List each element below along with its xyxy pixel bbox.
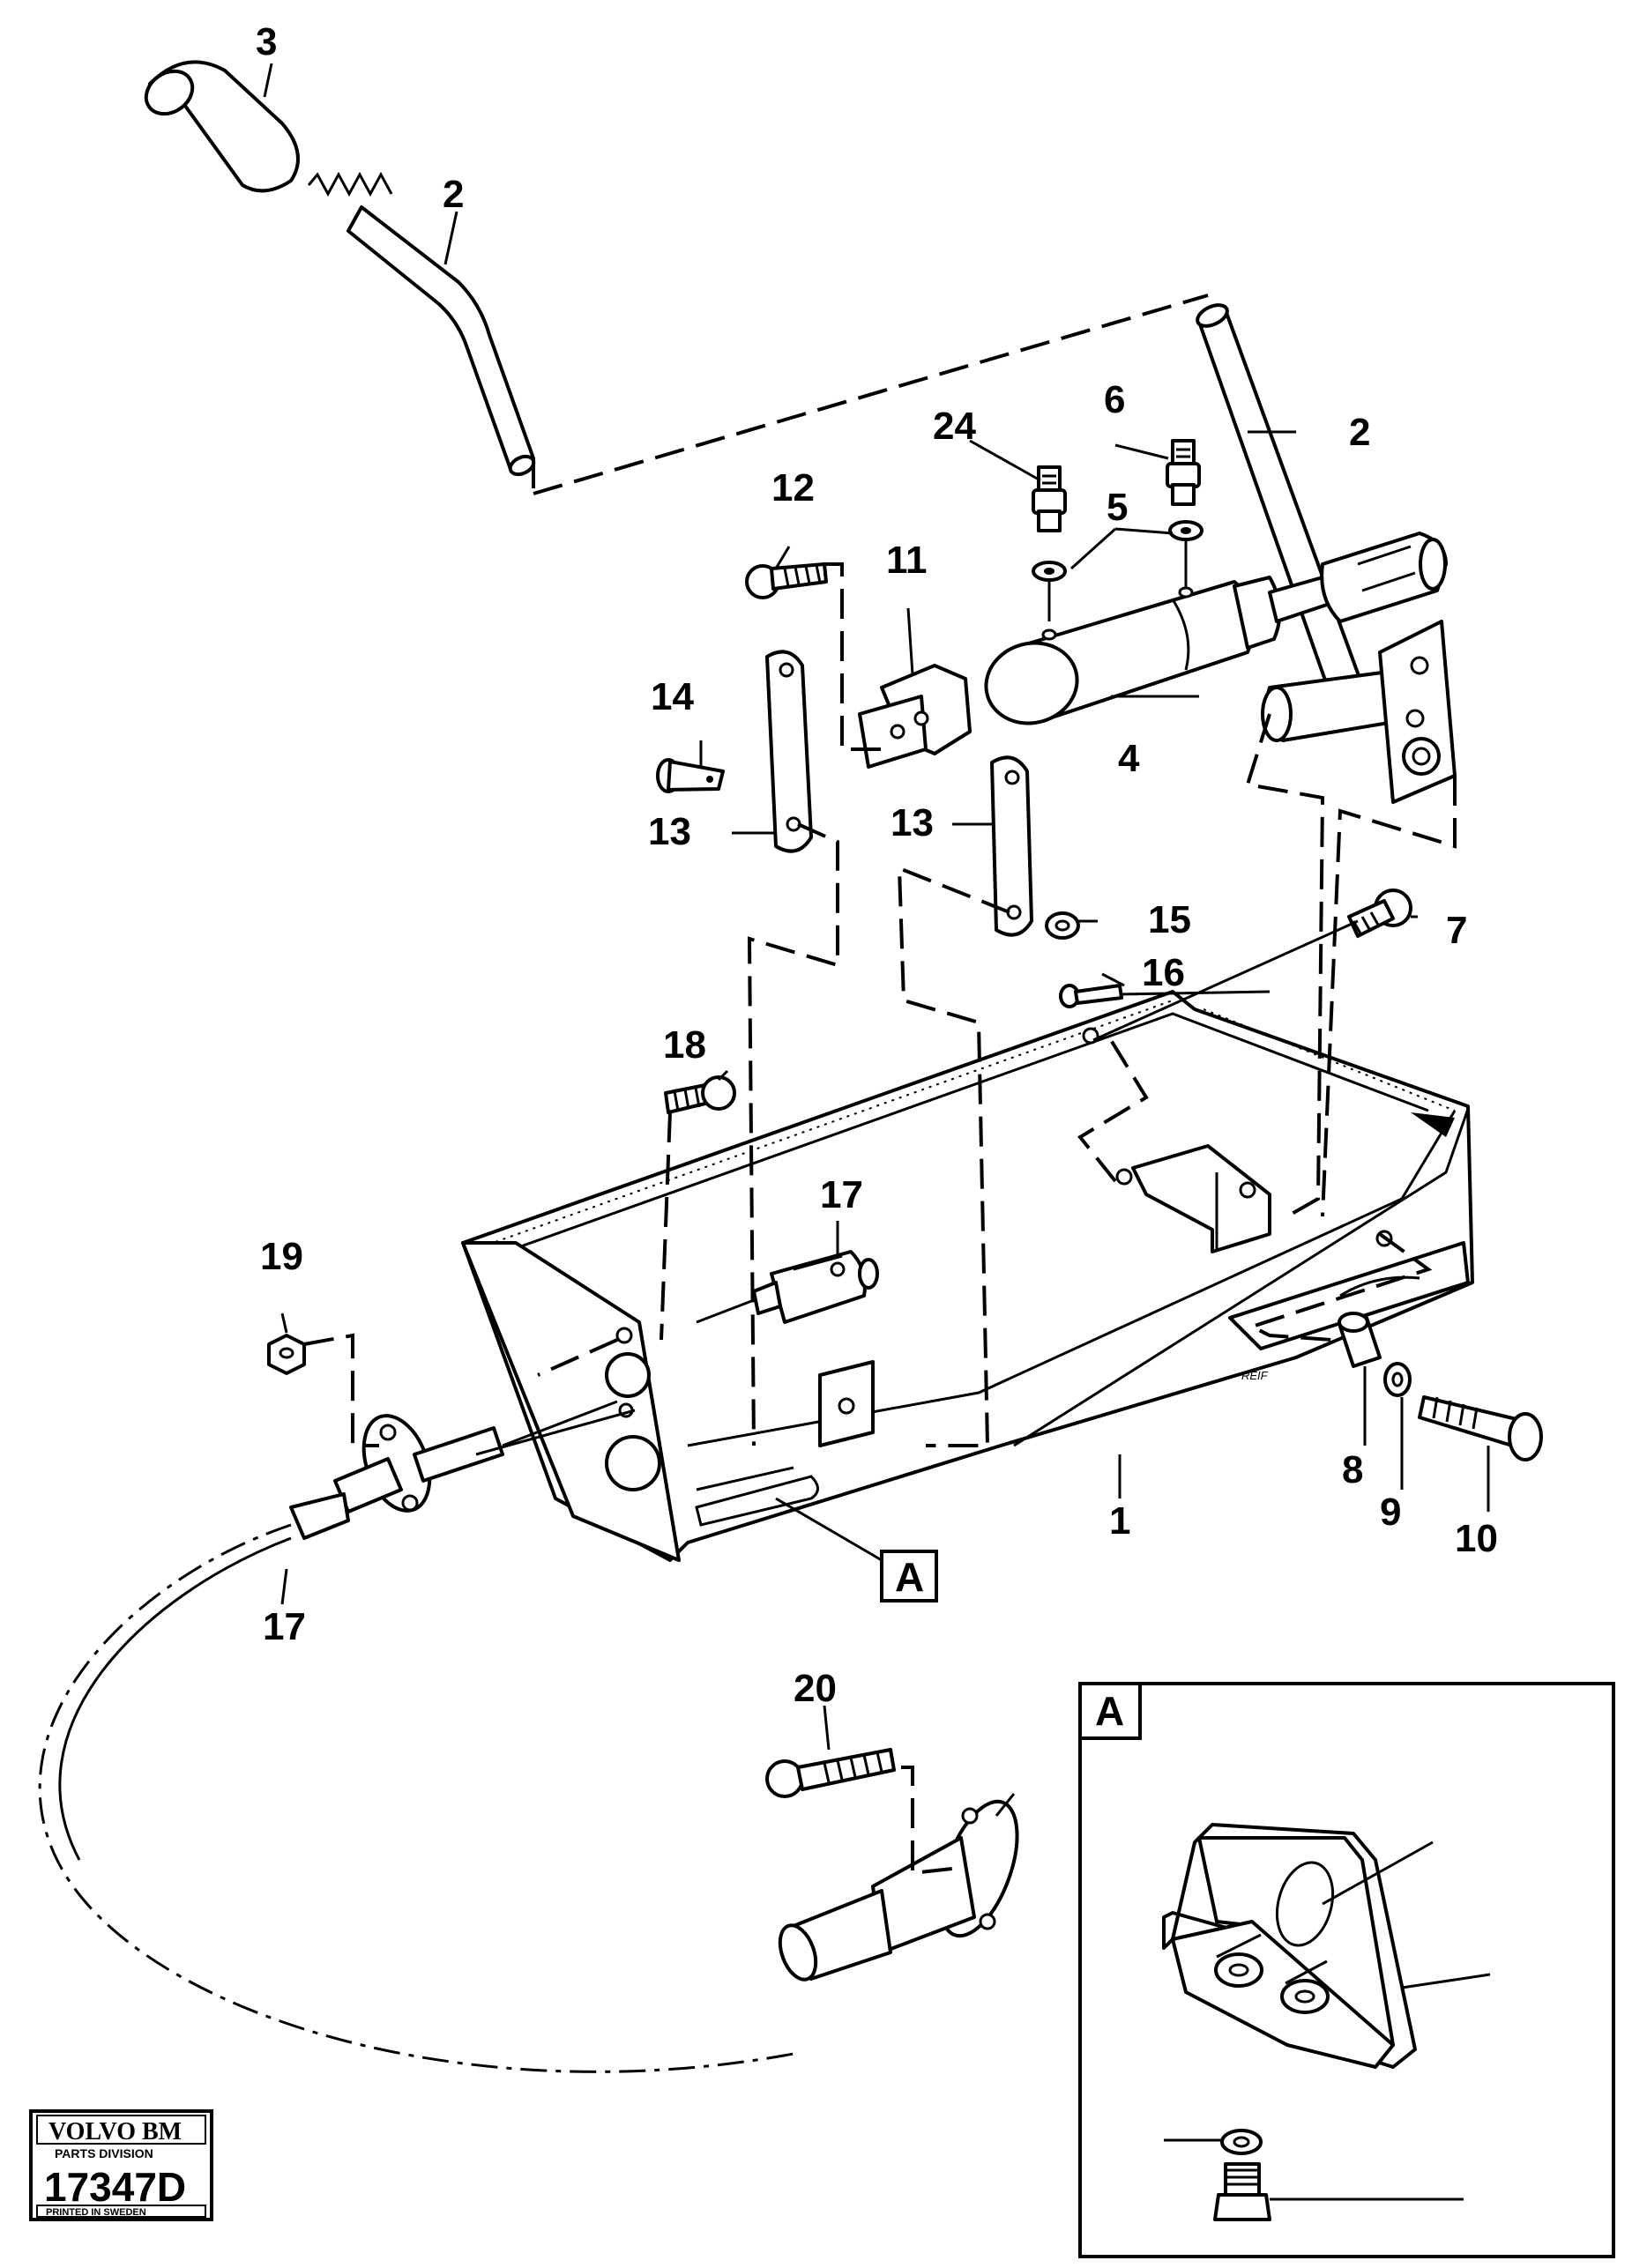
cable <box>38 1523 794 2073</box>
logo-number: 17347D <box>44 2164 186 2210</box>
callout-1: 1 <box>1109 1499 1130 1543</box>
callout-11: 11 <box>886 539 928 582</box>
pin-14 <box>656 758 725 793</box>
callout-20: 20 <box>794 1667 837 1710</box>
main-bracket <box>461 990 1474 1562</box>
volvo-bm-logo: VOLVO BM PARTS DIVISION 17347D PRINTED I… <box>29 2109 213 2221</box>
clevis-17 <box>696 1250 879 1324</box>
callout-15: 15 <box>1148 898 1191 941</box>
logo-printed: PRINTED IN SWEDEN <box>46 2207 146 2218</box>
bolt-10 <box>1418 1395 1543 1461</box>
callout-4: 4 <box>1118 737 1140 780</box>
bolt-7-line <box>1092 919 1359 1042</box>
reif-stamp: REIF <box>1241 1369 1269 1382</box>
fitting-6 <box>1166 439 1201 506</box>
callout-8: 8 <box>1342 1448 1363 1491</box>
callout-24: 24 <box>933 405 976 448</box>
link-13-right <box>990 755 1033 937</box>
callout-17: 17 <box>820 1173 863 1216</box>
cable-end-17 <box>289 1400 618 1540</box>
callout-2: 2 <box>1349 411 1370 454</box>
callout-2: 2 <box>443 173 464 216</box>
gear-lever-upper <box>144 60 536 477</box>
callout-17: 17 <box>263 1605 306 1648</box>
shaft-line <box>475 1409 636 1456</box>
callout-7: 7 <box>1446 909 1467 952</box>
washer-15 <box>1045 911 1080 940</box>
callout-10: 10 <box>1455 1517 1498 1560</box>
callout-3: 3 <box>256 20 277 63</box>
callout-13: 13 <box>891 801 934 844</box>
lever-assembly-dashline <box>532 294 1209 495</box>
callout-6: 6 <box>1104 378 1125 421</box>
spacer-8 <box>1338 1312 1382 1368</box>
washer-9 <box>1383 1362 1412 1397</box>
nut-19 <box>267 1334 306 1375</box>
logo-division: PARTS DIVISION <box>55 2146 153 2160</box>
bolt-12 <box>745 562 828 599</box>
cylinder <box>984 532 1448 725</box>
split-pin-16 <box>1059 984 1123 1008</box>
bolt-18 <box>664 1075 736 1114</box>
logo-brand: VOLVO BM <box>48 2118 182 2145</box>
callout-13: 13 <box>648 810 691 853</box>
callout-16: 16 <box>1142 951 1185 994</box>
detail-a-panel: A <box>1078 1682 1615 2258</box>
callout-18: 18 <box>663 1023 706 1067</box>
callout-12: 12 <box>771 466 815 509</box>
detail-a-label: A <box>1095 1688 1124 1734</box>
callout-9: 9 <box>1380 1491 1401 1534</box>
pin-16-line <box>1119 990 1271 996</box>
detail-reference-a: A <box>880 1550 938 1602</box>
cable-mount <box>778 1793 1019 1982</box>
callout-14: 14 <box>651 675 694 718</box>
bolt-7 <box>1347 889 1412 938</box>
assembly-dashlines <box>303 562 1457 1876</box>
callout-5: 5 <box>1107 486 1128 529</box>
fitting-24 <box>1032 465 1067 532</box>
bolt-20 <box>765 1748 896 1798</box>
link-13-left <box>765 650 813 853</box>
bracket-11 <box>858 664 972 769</box>
gear-lever-lower <box>1196 303 1457 804</box>
leader-lines <box>263 63 1490 1751</box>
callout-19: 19 <box>260 1235 303 1278</box>
svg-text:A: A <box>895 1554 924 1600</box>
